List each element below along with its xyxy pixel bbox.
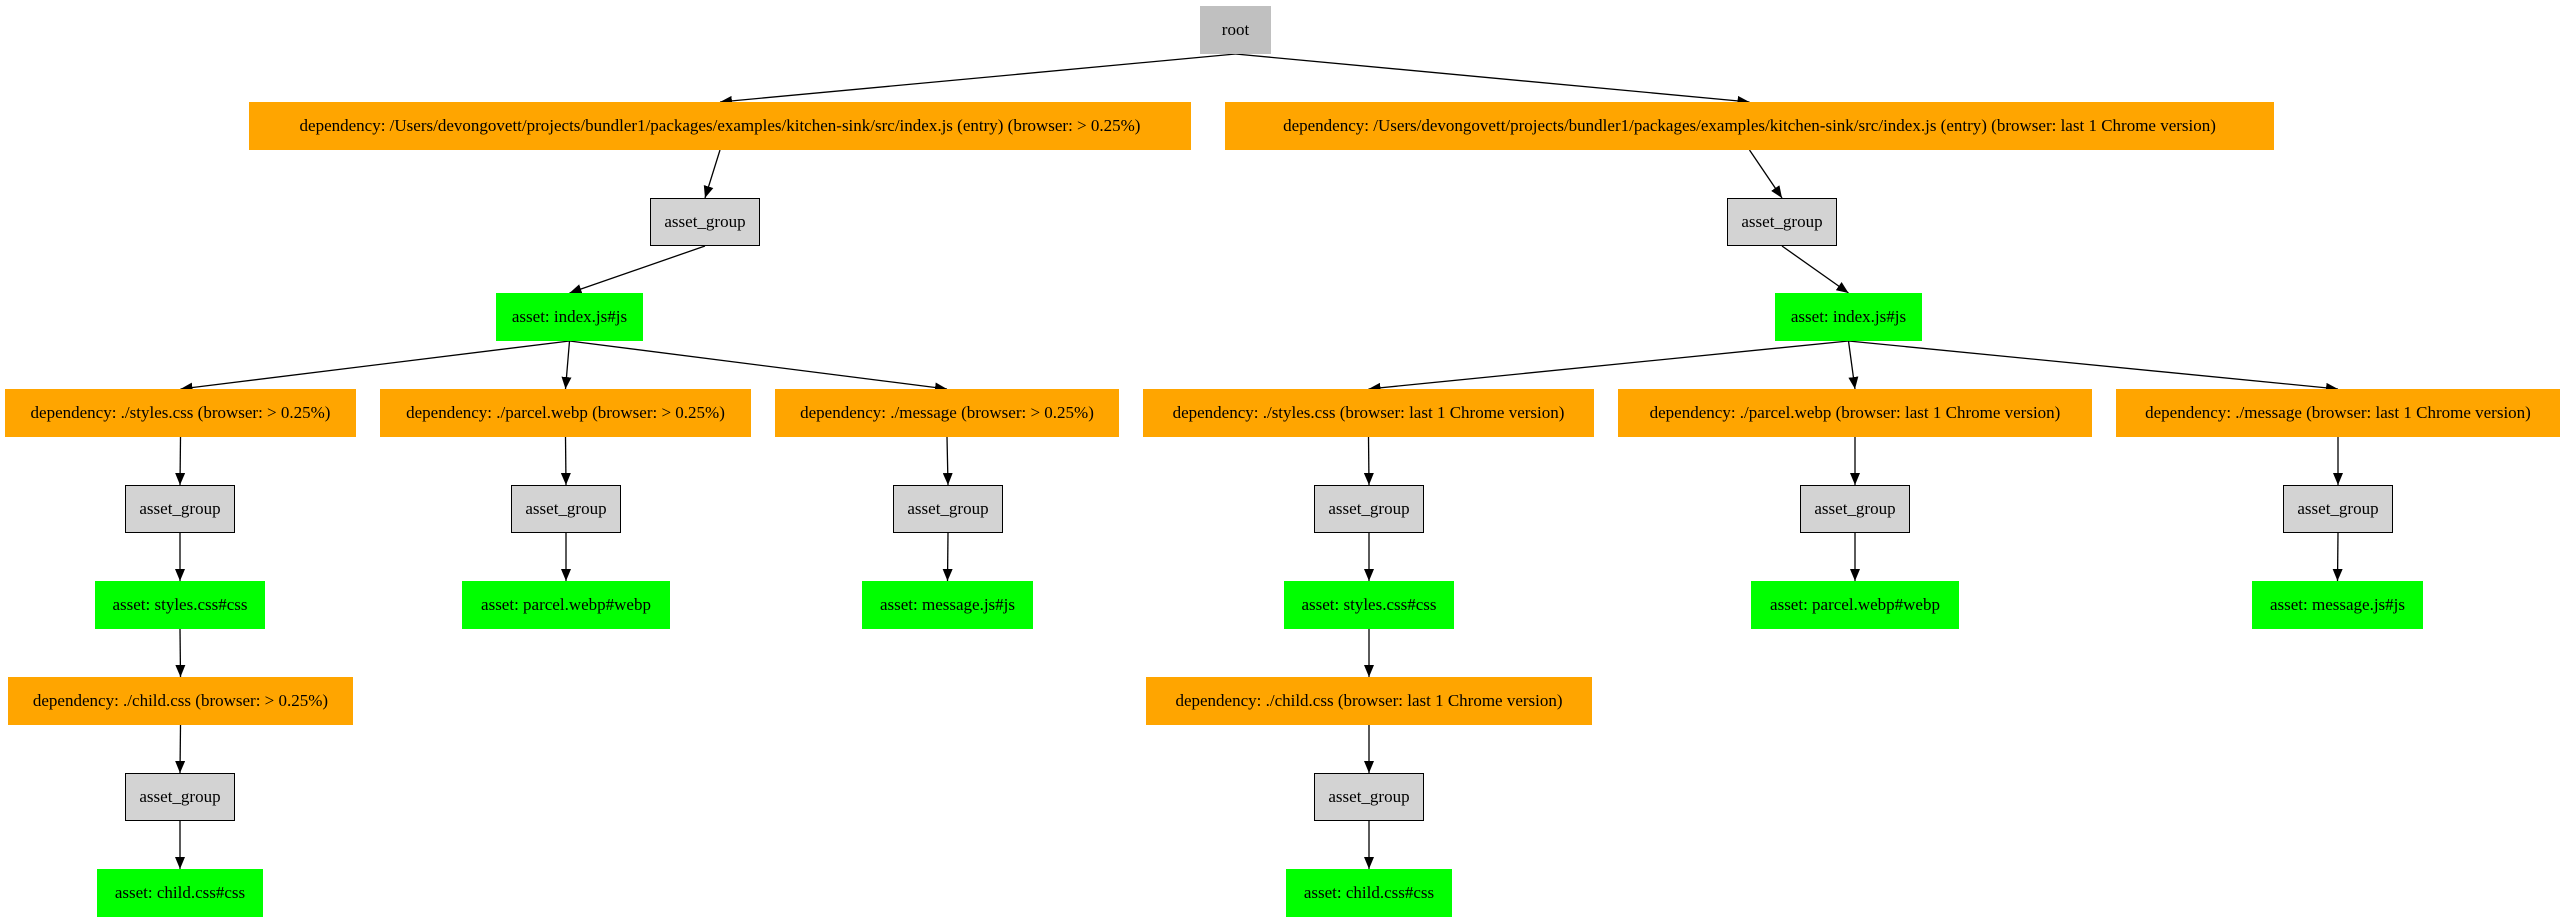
asset-group-node: asset_group	[893, 485, 1003, 533]
dependency-node-message: dependency: ./message (browser: > 0.25%)	[775, 389, 1119, 437]
asset-group-node: asset_group	[650, 198, 760, 246]
asset-node-styles-css: asset: styles.css#css	[1284, 581, 1454, 629]
edge-ag_msg_b-to-asset_msg_b	[2332, 532, 2343, 582]
asset-group-node: asset_group	[2283, 485, 2393, 533]
dependency-node-message: dependency: ./message (browser: last 1 C…	[2116, 389, 2560, 437]
dependency-node-parcel-webp: dependency: ./parcel.webp (browser: last…	[1618, 389, 2092, 437]
dependency-node-child-css: dependency: ./child.css (browser: last 1…	[1146, 677, 1592, 725]
edge-asset_index_a-to-dep_webp_a	[561, 340, 572, 390]
asset-group-node: asset_group	[125, 485, 235, 533]
asset-group-node: asset_group	[125, 773, 235, 821]
edge-asset_index_a-to-dep_styles_a	[180, 340, 570, 393]
asset-node-message-js: asset: message.js#js	[2252, 581, 2423, 629]
edge-dep_entry_a-to-ag_a	[703, 149, 721, 199]
edge-dep_styles_b-to-ag_styles_b	[1363, 436, 1374, 486]
edge-dep_child_a-to-ag_child_a	[175, 724, 186, 774]
asset-node-index-js: asset: index.js#js	[1775, 293, 1922, 341]
asset-node-index-js: asset: index.js#js	[496, 293, 643, 341]
edge-root-to-dep_entry_a	[719, 53, 1236, 106]
edge-dep_webp_a-to-ag_webp_a	[560, 436, 571, 486]
dependency-node-parcel-webp: dependency: ./parcel.webp (browser: > 0.…	[380, 389, 751, 437]
root-node: root	[1200, 6, 1271, 54]
asset-group-node: asset_group	[1800, 485, 1910, 533]
edge-asset_styles_a-to-dep_child_a	[175, 628, 186, 678]
edge-dep_msg_a-to-ag_msg_a	[942, 436, 953, 486]
asset-node-styles-css: asset: styles.css#css	[95, 581, 265, 629]
asset-group-node: asset_group	[1727, 198, 1837, 246]
dependency-node-styles-css: dependency: ./styles.css (browser: last …	[1143, 389, 1594, 437]
dependency-node-child-css: dependency: ./child.css (browser: > 0.25…	[8, 677, 353, 725]
edge-ag_msg_a-to-asset_msg_a	[942, 532, 953, 582]
edge-ag_a-to-asset_index_a	[569, 245, 706, 294]
dependency-node-entry-browser-0-25: dependency: /Users/devongovett/projects/…	[249, 102, 1191, 150]
edge-ag_b-to-asset_index_b	[1781, 245, 1849, 294]
edge-asset_index_b-to-dep_webp_b	[1847, 340, 1859, 390]
asset-group-node: asset_group	[1314, 773, 1424, 821]
edge-root-to-dep_entry_b	[1235, 53, 1750, 106]
edge-asset_index_b-to-dep_styles_b	[1368, 340, 1849, 393]
edge-dep_styles_a-to-ag_styles_a	[175, 436, 186, 486]
dependency-node-styles-css: dependency: ./styles.css (browser: > 0.2…	[5, 389, 356, 437]
edge-asset_index_b-to-dep_msg_b	[1848, 340, 2339, 393]
edge-dep_entry_b-to-ag_b	[1748, 149, 1783, 199]
asset-node-message-js: asset: message.js#js	[862, 581, 1033, 629]
asset-node-parcel-webp: asset: parcel.webp#webp	[462, 581, 670, 629]
asset-node-child-css: asset: child.css#css	[1286, 869, 1452, 917]
asset-node-parcel-webp: asset: parcel.webp#webp	[1751, 581, 1959, 629]
edge-asset_index_a-to-dep_msg_a	[569, 340, 948, 393]
asset-group-node: asset_group	[511, 485, 621, 533]
dependency-node-entry-browser-last-chrome: dependency: /Users/devongovett/projects/…	[1225, 102, 2274, 150]
asset-group-node: asset_group	[1314, 485, 1424, 533]
asset-node-child-css: asset: child.css#css	[97, 869, 263, 917]
